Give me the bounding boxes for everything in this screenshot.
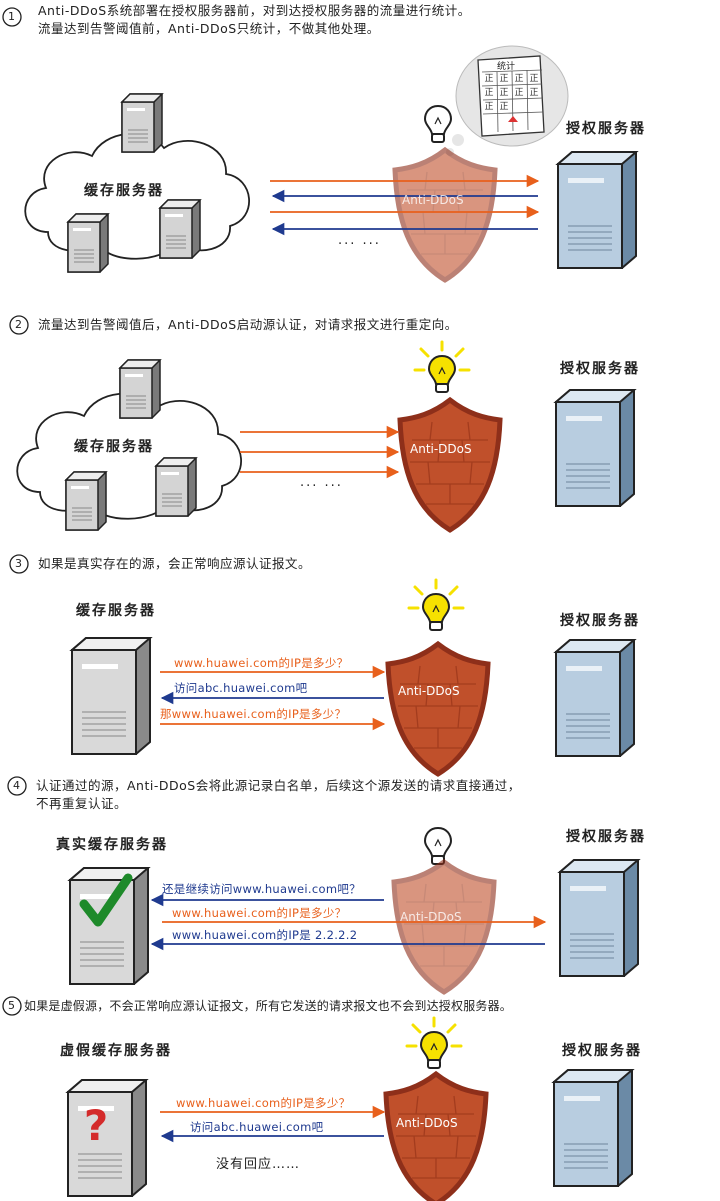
- cache-server-icon: [71, 637, 151, 755]
- lightbulb-off-icon: [424, 105, 452, 143]
- cache-server-label: 缓存服务器: [76, 603, 156, 619]
- auth-server-icon: [559, 859, 639, 977]
- lightbulb-on-icon: [405, 1016, 463, 1070]
- step1-number: 1: [8, 10, 15, 23]
- svg-text:?: ?: [84, 1101, 108, 1150]
- cache-server-icon: [121, 93, 163, 153]
- tally-mark: 正: [514, 74, 523, 84]
- redirect-message: 访问abc.huawei.com吧: [190, 1120, 324, 1134]
- step1-line1: Anti-DDoS系统部署在授权服务器前，对到达授权服务器的流量进行统计。: [38, 3, 471, 18]
- cache-server-label: 缓存服务器: [84, 183, 164, 199]
- anti-ddos-label: Anti-DDoS: [402, 193, 464, 207]
- step5-line1: 如果是虚假源，不会正常响应源认证报文，所有它发送的请求报文也不会到达授权服务器。: [24, 999, 513, 1013]
- lightbulb-on-icon: [413, 340, 471, 394]
- stats-label: 统计: [497, 62, 516, 72]
- step2-number: 2: [15, 318, 22, 331]
- tally-mark: 正: [529, 74, 538, 84]
- redirect-message: 访问abc.huawei.com吧: [174, 681, 308, 695]
- dots-1: ... ...: [338, 233, 381, 248]
- auth-server-label: 授权服务器: [566, 829, 646, 845]
- anti-ddos-shield-icon: [386, 1074, 486, 1201]
- check-icon: [79, 873, 133, 927]
- step4-number-circle: [7, 776, 27, 796]
- cache-server-icon: [119, 359, 161, 419]
- answer-message: www.huawei.com的IP是 2.2.2.2: [172, 928, 358, 942]
- auth-arrows-5: [160, 1105, 386, 1143]
- query-message: www.huawei.com的IP是多少？: [172, 906, 347, 920]
- lightbulb-on-icon: [407, 578, 465, 632]
- query-again-message: 那www.huawei.com的IP是多少？: [160, 707, 347, 721]
- step3-number: 3: [15, 557, 22, 570]
- anti-ddos-label: Anti-DDoS: [400, 910, 462, 924]
- step1-line2: 流量达到告警阈值前，Anti-DDoS只统计，不做其他处理。: [38, 21, 380, 36]
- anti-ddos-label: Anti-DDoS: [396, 1116, 458, 1130]
- auth-server-label: 授权服务器: [562, 1043, 642, 1059]
- tally-mark: 正: [484, 102, 493, 112]
- dots-2: ... ...: [300, 475, 343, 490]
- tally-mark: 正: [499, 74, 508, 84]
- anti-ddos-shield-icon: [394, 862, 494, 992]
- query-message: www.huawei.com的IP是多少？: [176, 1096, 351, 1110]
- step3-number-circle: [9, 554, 29, 574]
- step3-line1: 如果是真实存在的源，会正常响应源认证报文。: [38, 556, 312, 571]
- stats-thought-bubble: [446, 45, 569, 156]
- step4-line2: 不再重复认证。: [36, 796, 128, 811]
- tally-mark: 正: [484, 74, 493, 84]
- step2-number-circle: [9, 315, 29, 335]
- cache-server-icon: [67, 213, 109, 273]
- real-cache-server-label: 真实缓存服务器: [56, 837, 168, 853]
- continue-message: 还是继续访问www.huawei.com吧？: [162, 882, 361, 896]
- query-message: www.huawei.com的IP是多少？: [174, 656, 349, 670]
- step4-line1: 认证通过的源，Anti-DDoS会将此源记录白名单，后续这个源发送的请求直接通过…: [36, 778, 521, 793]
- cache-server-label: 缓存服务器: [74, 439, 154, 455]
- step5-number-circle: [2, 996, 22, 1016]
- tally-mark: 正: [514, 88, 523, 98]
- real-cache-server-icon: [69, 867, 149, 985]
- auth-server-icon: [555, 639, 635, 757]
- tally-mark: 正: [499, 102, 508, 112]
- lightbulb-off-icon: [424, 827, 452, 865]
- auth-server-label: 授权服务器: [560, 361, 640, 377]
- anti-ddos-label: Anti-DDoS: [398, 684, 460, 698]
- anti-ddos-label: Anti-DDoS: [410, 442, 472, 456]
- question-icon: ?: [84, 1101, 108, 1150]
- tally-mark: 正: [484, 88, 493, 98]
- auth-server-label: 授权服务器: [566, 121, 646, 137]
- cache-server-icon: [159, 199, 201, 259]
- anti-ddos-shield-icon: [388, 644, 488, 774]
- step1-number-circle: [2, 7, 22, 27]
- cache-server-icon: [155, 457, 197, 517]
- step2-line1: 流量达到告警阈值后，Anti-DDoS启动源认证，对请求报文进行重定向。: [38, 317, 458, 332]
- auth-server-icon: [557, 151, 637, 269]
- auth-arrows-4: [150, 893, 547, 951]
- fake-cache-server-label: 虚假缓存服务器: [60, 1043, 172, 1059]
- tally-mark: 正: [529, 88, 538, 98]
- traffic-arrows-1: [270, 174, 540, 236]
- anti-ddos-shield-icon: [395, 150, 495, 280]
- tally-mark: 正: [499, 88, 508, 98]
- no-response-text: 没有回应……: [216, 1157, 301, 1172]
- traffic-arrows-2: [240, 425, 400, 479]
- anti-ddos-shield-icon: [400, 400, 500, 530]
- step4-number: 4: [13, 779, 20, 792]
- auth-server-icon: [555, 389, 635, 507]
- auth-arrows-3: [160, 665, 386, 731]
- step5-number: 5: [8, 999, 15, 1012]
- auth-server-label: 授权服务器: [560, 613, 640, 629]
- auth-server-icon: [553, 1069, 633, 1187]
- cache-server-icon: [65, 471, 107, 531]
